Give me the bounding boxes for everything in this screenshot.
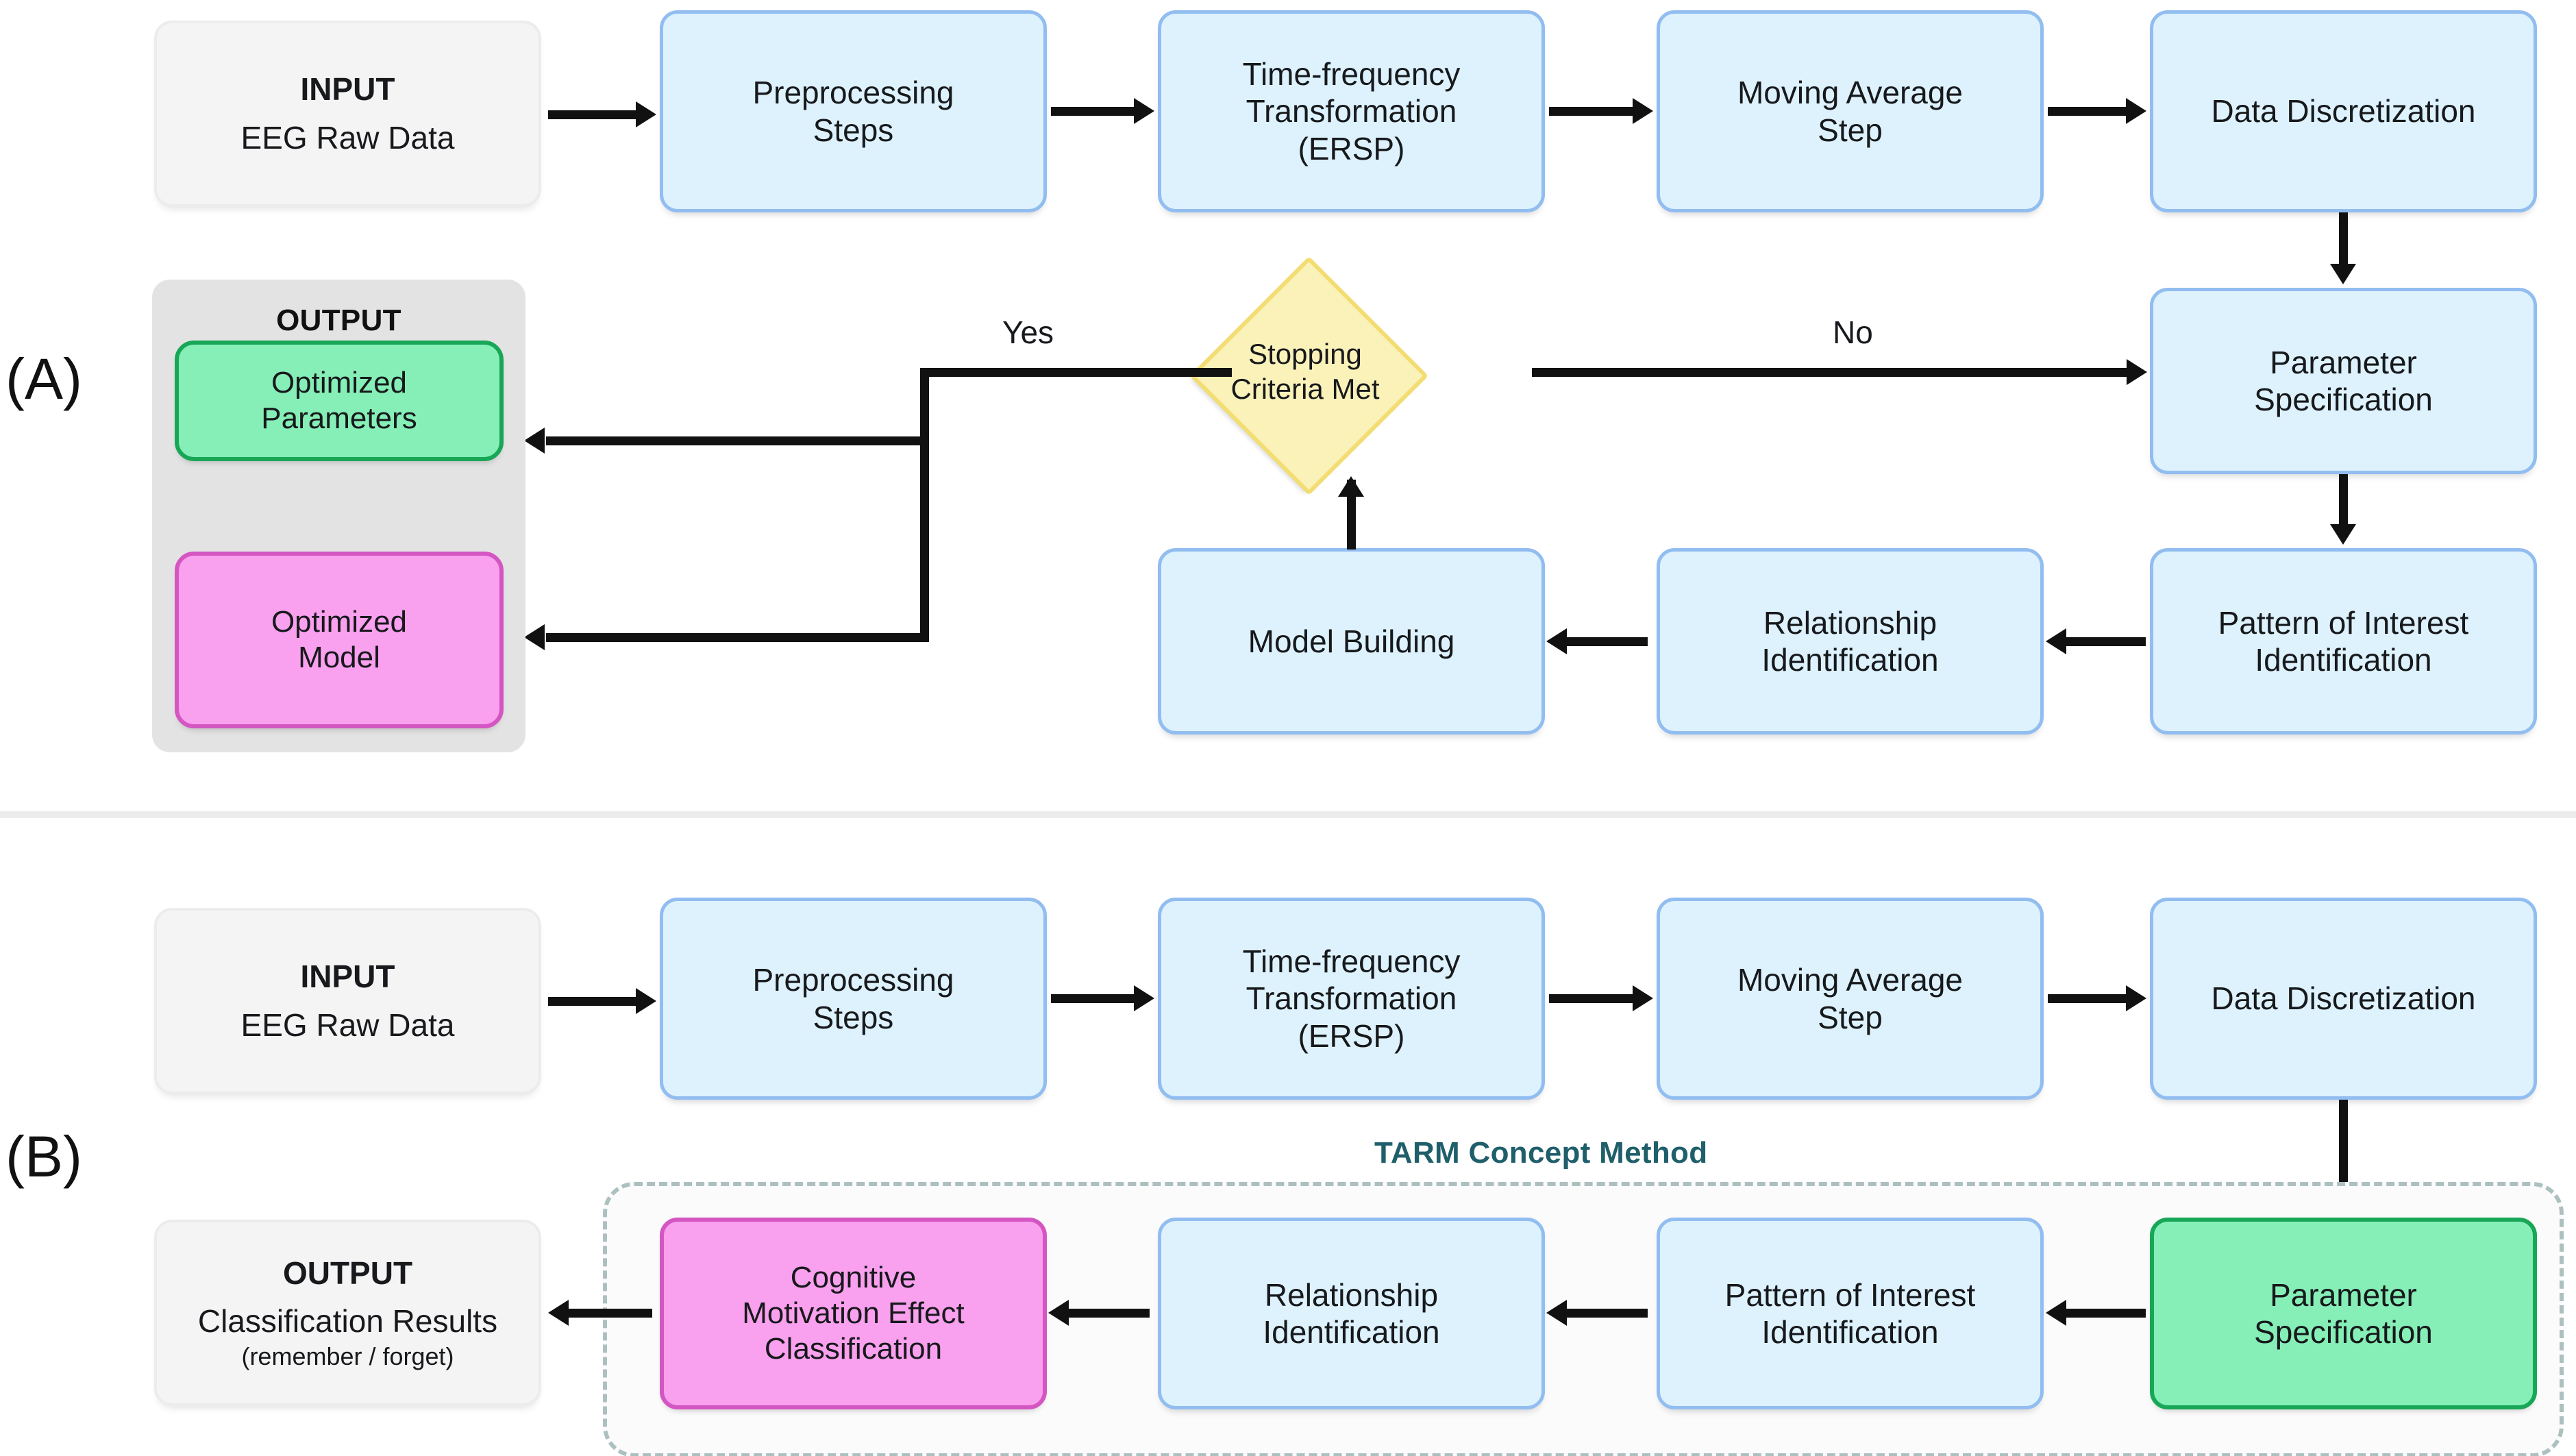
edge-a-decision-yes-v — [920, 368, 929, 642]
panel-b-tag: (B) — [5, 1124, 82, 1189]
arrowhead-b-1 — [636, 988, 656, 1014]
edge-b-preprocessing-to-tf — [1051, 994, 1137, 1003]
node-a-data-discretization: Data Discretization — [2150, 10, 2537, 212]
node-a-optimized-model: Optimized Model — [175, 552, 504, 728]
arrowhead-b-4 — [2126, 985, 2146, 1011]
edge-a-model-to-decision — [1347, 480, 1356, 550]
arrowhead-a-opt-params — [524, 428, 545, 454]
edge-label-yes: Yes — [1002, 314, 1054, 350]
node-b-preprocessing: Preprocessing Steps — [660, 898, 1047, 1100]
node-b-parameter-specification: Parameter Specification — [2150, 1218, 2537, 1409]
node-b-cognitive-motivation-classification: Cognitive Motivation Effect Classificati… — [660, 1218, 1047, 1409]
edge-a-moving-to-discretization — [2048, 107, 2129, 116]
arrowhead-a-8 — [1546, 628, 1567, 654]
edge-b-cognitive-to-output — [569, 1309, 652, 1318]
node-a-preprocessing: Preprocessing Steps — [660, 10, 1047, 212]
node-b-input: INPUT EEG Raw Data — [154, 908, 541, 1094]
arrowhead-a-3 — [1633, 98, 1653, 124]
output-detail-b: (remember / forget) — [241, 1342, 454, 1370]
arrowhead-a-2 — [1134, 98, 1154, 124]
decision-label: Stopping Criteria Met — [1230, 338, 1380, 405]
arrowhead-b-2 — [1134, 985, 1154, 1011]
arrowhead-a-1 — [636, 101, 656, 127]
arrowhead-b-8 — [1048, 1300, 1069, 1326]
arrowhead-b-6 — [2046, 1300, 2066, 1326]
edge-a-input-to-preprocessing — [548, 110, 639, 119]
edge-b-paramspec-to-pattern — [2066, 1309, 2146, 1318]
node-b-pattern-of-interest: Pattern of Interest Identification — [1657, 1218, 2044, 1409]
node-a-model-building: Model Building — [1158, 548, 1545, 735]
input-subtitle: EEG Raw Data — [240, 120, 455, 156]
node-b-moving-average: Moving Average Step — [1657, 898, 2044, 1100]
panel-divider — [0, 811, 2576, 818]
input-subtitle-b: EEG Raw Data — [240, 1007, 455, 1043]
arrowhead-a-9 — [1338, 476, 1364, 497]
node-b-relationship-identification: Relationship Identification — [1158, 1218, 1545, 1409]
arrowhead-a-no — [2127, 359, 2147, 385]
arrowhead-b-3 — [1633, 985, 1653, 1011]
tarm-group-title: TARM Concept Method — [1374, 1136, 1708, 1170]
node-b-data-discretization: Data Discretization — [2150, 898, 2537, 1100]
node-a-moving-average: Moving Average Step — [1657, 10, 2044, 212]
edge-a-preprocessing-to-tf — [1051, 107, 1137, 116]
arrowhead-a-6 — [2330, 524, 2356, 545]
arrowhead-a-5 — [2330, 264, 2356, 284]
edge-b-relationship-to-cognitive — [1069, 1309, 1150, 1318]
edge-b-input-to-preprocessing — [548, 997, 639, 1006]
edge-label-no: No — [1833, 314, 1873, 350]
arrowhead-a-7 — [2046, 628, 2066, 654]
edge-a-yes-to-optimized-parameters — [546, 436, 924, 445]
node-a-pattern-of-interest: Pattern of Interest Identification — [2150, 548, 2537, 735]
edge-a-tf-to-moving — [1549, 107, 1635, 116]
arrowhead-a-opt-model — [524, 624, 545, 650]
node-b-output: OUTPUT Classification Results (remember … — [154, 1220, 541, 1406]
node-b-time-frequency: Time-frequency Transformation (ERSP) — [1158, 898, 1545, 1100]
edge-b-moving-to-discretization — [2048, 994, 2129, 1003]
output-group-a-title: OUTPUT — [276, 304, 401, 337]
edge-a-discretization-to-paramspec — [2339, 212, 2348, 267]
node-a-time-frequency: Time-frequency Transformation (ERSP) — [1158, 10, 1545, 212]
node-a-input: INPUT EEG Raw Data — [154, 21, 541, 207]
output-title-b: OUTPUT — [282, 1255, 413, 1291]
edge-a-pattern-to-relationship — [2066, 637, 2146, 646]
arrowhead-b-7 — [1546, 1300, 1567, 1326]
arrowhead-b-9 — [548, 1300, 569, 1326]
output-subtitle-b: Classification Results — [197, 1303, 498, 1339]
arrowhead-a-4 — [2126, 98, 2146, 124]
edge-a-decision-no — [1532, 368, 2131, 377]
node-a-parameter-specification: Parameter Specification — [2150, 288, 2537, 474]
node-a-relationship-identification: Relationship Identification — [1657, 548, 2044, 735]
edge-a-paramspec-to-pattern — [2339, 474, 2348, 528]
edge-a-yes-to-optimized-model — [546, 633, 924, 642]
edge-b-pattern-to-relationship — [1567, 1309, 1648, 1318]
edge-b-tf-to-moving — [1549, 994, 1635, 1003]
input-title: INPUT — [300, 71, 395, 107]
input-title-b: INPUT — [300, 958, 395, 994]
panel-a-tag: (A) — [5, 347, 82, 411]
node-a-optimized-parameters: Optimized Parameters — [175, 341, 504, 461]
edge-a-decision-yes-h — [920, 368, 1232, 377]
edge-a-relationship-to-model — [1567, 637, 1648, 646]
